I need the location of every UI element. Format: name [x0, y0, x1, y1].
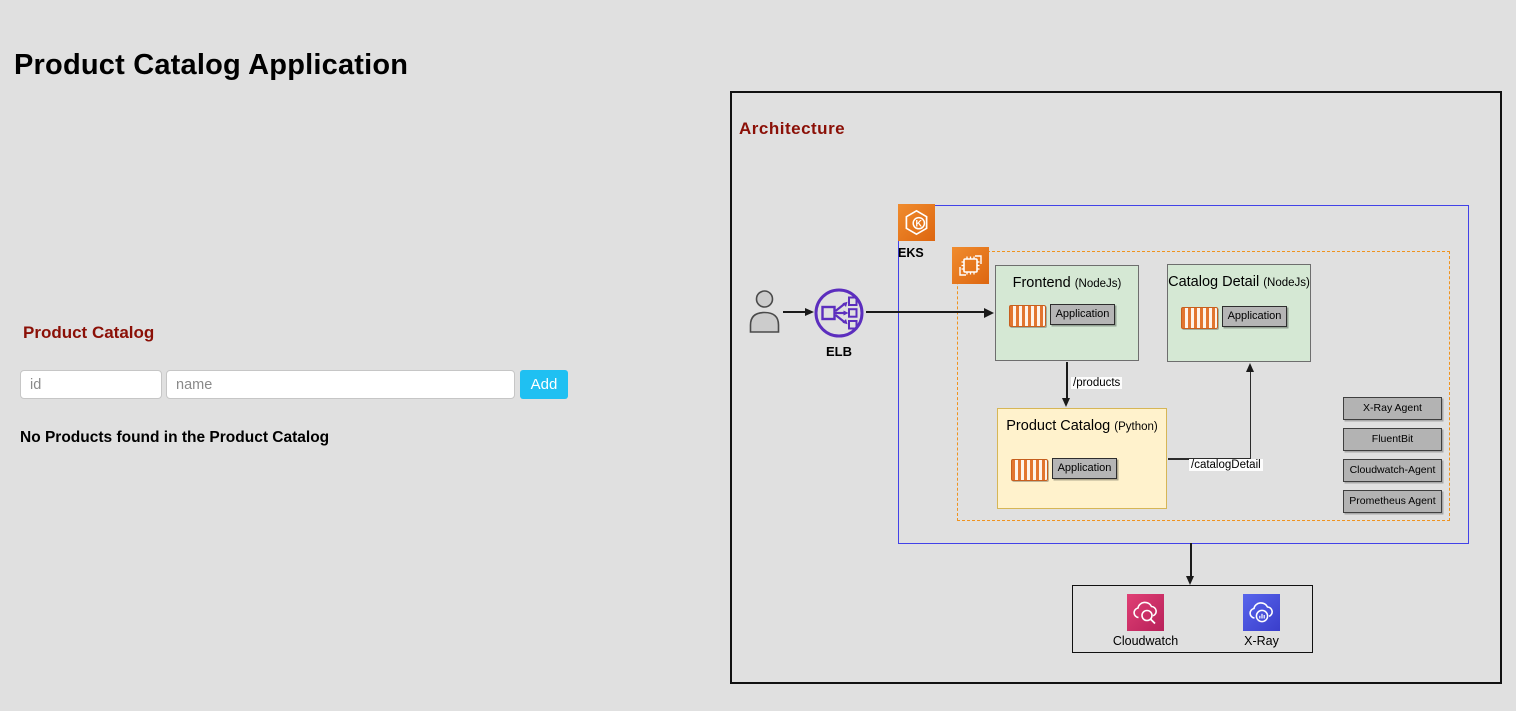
product-catalog-application-chip: Application [1052, 458, 1117, 479]
arrow-eks-to-monitoring-head [1186, 576, 1195, 585]
eks-label: EKS [898, 246, 924, 260]
agent-cloudwatch: Cloudwatch-Agent [1343, 459, 1442, 482]
arrow-productcatalog-to-catalogdetail-head [1246, 363, 1254, 372]
agent-prometheus: Prometheus Agent [1343, 490, 1442, 513]
arrow-frontend-to-productcatalog-head [1062, 398, 1071, 407]
arrow-eks-to-monitoring [1190, 543, 1192, 577]
frontend-title: Frontend (NodeJs) [996, 266, 1138, 291]
xray-label: X-Ray [1244, 634, 1279, 648]
id-input[interactable] [20, 370, 162, 399]
arrow-productcatalog-to-catalogdetail-v [1249, 371, 1252, 459]
arrow-productcatalog-to-catalogdetail-h [1168, 458, 1251, 460]
arrow-user-to-elb [783, 311, 806, 313]
architecture-heading: Architecture [739, 119, 846, 138]
catalog-detail-service-box: Catalog Detail (NodeJs) Application [1167, 264, 1311, 362]
arrow-frontend-to-productcatalog [1066, 362, 1068, 399]
arrow-user-to-elb-head [805, 307, 814, 316]
container-icon [1181, 307, 1218, 329]
eks-icon: K [898, 204, 935, 246]
frontend-runtime: (NodeJs) [1074, 278, 1122, 290]
product-catalog-service-box: Product Catalog (Python) Application [997, 408, 1167, 509]
catalog-detail-runtime: (NodeJs) [1263, 277, 1310, 289]
empty-products-message: No Products found in the Product Catalog [20, 429, 330, 446]
frontend-service-box: Frontend (NodeJs) Application [995, 265, 1139, 361]
container-icon [1009, 305, 1046, 327]
agent-xray: X-Ray Agent [1343, 397, 1442, 420]
architecture-frame [730, 91, 1502, 684]
add-button[interactable]: Add [520, 370, 568, 399]
frontend-name: Frontend [1012, 275, 1071, 291]
agent-fluentbit: FluentBit [1343, 428, 1442, 451]
cloudwatch-icon [1127, 594, 1164, 636]
products-edge-label: /products [1071, 377, 1123, 389]
product-catalog-name: Product Catalog [1006, 418, 1111, 434]
catalogdetail-edge-label: /catalogDetail [1189, 459, 1263, 471]
eks-cluster-box [898, 205, 1469, 544]
product-catalog-heading: Product Catalog [23, 323, 155, 342]
svg-text:K: K [916, 219, 923, 229]
product-catalog-runtime: (Python) [1114, 421, 1158, 433]
frontend-application-chip: Application [1050, 304, 1115, 325]
product-catalog-title: Product Catalog (Python) [998, 409, 1166, 434]
container-icon [1011, 459, 1048, 481]
elb-icon [813, 287, 865, 344]
fargate-dashed-box [957, 251, 1450, 521]
arrow-elb-to-frontend [866, 311, 985, 314]
catalog-detail-application-chip: Application [1222, 306, 1287, 327]
monitoring-box [1072, 585, 1313, 653]
compute-chip-icon [952, 247, 989, 289]
page-title: Product Catalog Application [14, 49, 409, 82]
xray-icon [1243, 594, 1280, 636]
cloudwatch-label: Cloudwatch [1112, 634, 1179, 648]
elb-label: ELB [826, 344, 852, 359]
name-input[interactable] [166, 370, 515, 399]
catalog-detail-name: Catalog Detail [1168, 274, 1260, 290]
catalog-detail-title: Catalog Detail (NodeJs) [1168, 265, 1310, 290]
arrow-elb-to-frontend-head [984, 307, 994, 318]
user-icon [747, 289, 782, 338]
